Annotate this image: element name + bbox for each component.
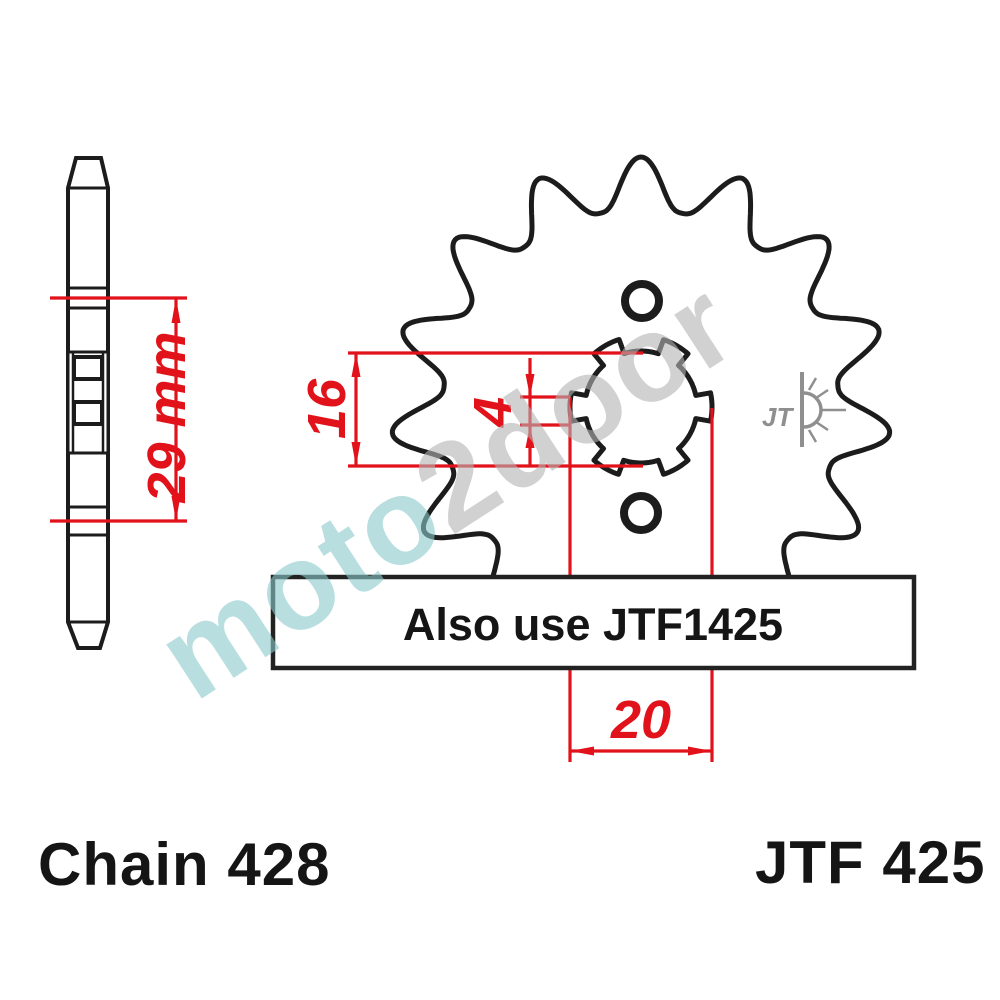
arrowhead-up bbox=[171, 298, 181, 323]
dim-label-29mm: 29 mm bbox=[137, 331, 197, 503]
chain-roller-bottom bbox=[72, 400, 104, 426]
note-box-text: Also use JTF1425 bbox=[403, 599, 783, 650]
dim-label-20: 20 bbox=[610, 690, 671, 750]
bolt-hole-bottom bbox=[620, 492, 662, 534]
arrowhead-down bbox=[171, 496, 181, 521]
dim-label-4: 4 bbox=[463, 397, 523, 428]
jt-sprockets-logo-icon: JT bbox=[762, 372, 846, 447]
dimension-4: 4 bbox=[463, 358, 570, 466]
logo-jt-text: JT bbox=[762, 402, 794, 432]
dimension-29mm: 29 mm bbox=[50, 296, 197, 523]
sprocket-side-view bbox=[66, 156, 110, 650]
dim-label-16: 16 bbox=[297, 378, 357, 439]
hatch-section-1 bbox=[66, 186, 110, 290]
note-box-border bbox=[270, 574, 917, 671]
chain-roller-top bbox=[72, 355, 104, 381]
sun-rays-icon bbox=[807, 377, 846, 443]
part-number-label: JTF 425 bbox=[755, 829, 986, 896]
dimension-16: 16 bbox=[297, 351, 643, 468]
note-box: Also use JTF1425 bbox=[270, 574, 917, 671]
bolt-hole-top bbox=[621, 280, 663, 322]
hatch-section-4 bbox=[66, 533, 110, 624]
chain-size-label: Chain 428 bbox=[38, 831, 331, 898]
